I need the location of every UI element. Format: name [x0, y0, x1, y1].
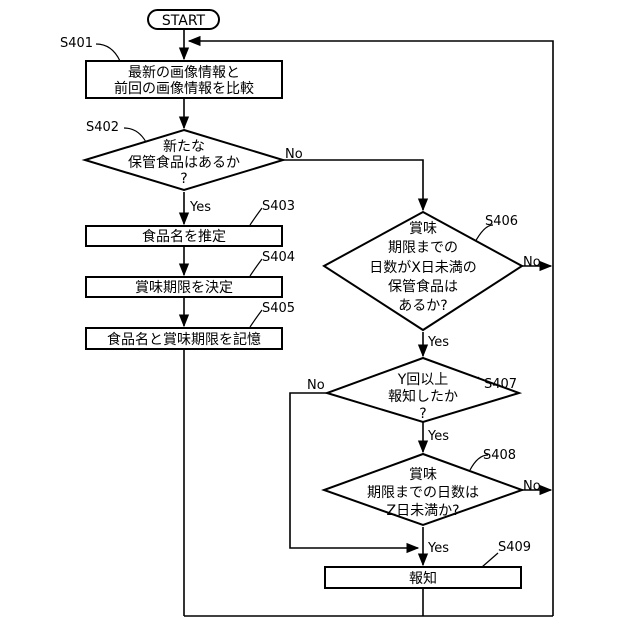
- s406-step-id: S406: [485, 214, 518, 229]
- s407-step-id: S407: [484, 377, 517, 392]
- s408-line-2: 期限までの日数は: [367, 485, 479, 501]
- s408-line-1: 賞味: [409, 467, 437, 483]
- s405-step-id: S405: [262, 301, 295, 316]
- leader-s409: [482, 553, 498, 567]
- decision-s406: 賞味 期限までの 日数がX日未満の 保管食品は あるか?: [324, 212, 522, 330]
- s407-line-1: Y回以上: [397, 372, 449, 388]
- leader-s404: [250, 259, 262, 276]
- connectors: [184, 29, 553, 616]
- decision-s408: 賞味 期限までの日数は Z日未満か?: [324, 454, 522, 525]
- s408-step-id: S408: [483, 448, 516, 463]
- s408-no-label: No: [523, 479, 541, 494]
- s402-line-1: 新たな: [163, 139, 205, 155]
- s406-line-5: あるか?: [398, 298, 447, 314]
- leader-s402: [124, 128, 146, 142]
- s402-line-3: ?: [180, 171, 187, 187]
- s407-line-3: ?: [419, 406, 426, 422]
- process-s403: 食品名を推定: [86, 226, 282, 246]
- s404-step-id: S404: [262, 250, 295, 265]
- s403-text: 食品名を推定: [142, 228, 226, 245]
- s406-line-2: 期限までの: [388, 240, 458, 256]
- s402-line-2: 保管食品はあるか: [128, 154, 240, 171]
- leader-s405: [250, 310, 262, 327]
- s406-yes-label: Yes: [427, 335, 449, 350]
- s409-step-id: S409: [498, 540, 531, 555]
- s401-line-2: 前回の画像情報を比較: [114, 80, 254, 97]
- s404-text: 賞味期限を決定: [135, 280, 233, 296]
- s406-no-label: No: [523, 255, 541, 270]
- s409-text: 報知: [409, 570, 437, 587]
- s402-yes-label: Yes: [189, 200, 211, 215]
- s406-line-4: 保管食品は: [388, 278, 458, 295]
- leader-s403: [250, 208, 262, 225]
- s407-no-label: No: [307, 378, 325, 393]
- s406-line-3: 日数がX日未満の: [369, 260, 477, 276]
- s406-line-1: 賞味: [409, 221, 437, 237]
- process-s404: 賞味期限を決定: [86, 277, 282, 297]
- s401-line-1: 最新の画像情報と: [128, 65, 240, 81]
- s401-step-id: S401: [60, 36, 93, 51]
- s405-text: 食品名と賞味期限を記憶: [107, 331, 261, 348]
- s402-step-id: S402: [86, 120, 119, 135]
- start-label: START: [162, 13, 206, 29]
- s407-line-2: 報知したか: [388, 388, 458, 405]
- s408-yes-label: Yes: [427, 541, 449, 556]
- decision-s402: 新たな 保管食品はあるか ?: [85, 130, 283, 190]
- process-s401: 最新の画像情報と 前回の画像情報を比較: [86, 61, 282, 98]
- leader-s401: [96, 44, 120, 61]
- start-terminal: START: [148, 10, 219, 29]
- process-s409: 報知: [325, 567, 521, 588]
- process-s405: 食品名と賞味期限を記憶: [86, 328, 282, 349]
- s408-line-3: Z日未満か?: [386, 503, 459, 519]
- s407-yes-label: Yes: [427, 429, 449, 444]
- s403-step-id: S403: [262, 199, 295, 214]
- arrow-s402-no: [283, 160, 423, 210]
- s402-no-label: No: [285, 147, 303, 162]
